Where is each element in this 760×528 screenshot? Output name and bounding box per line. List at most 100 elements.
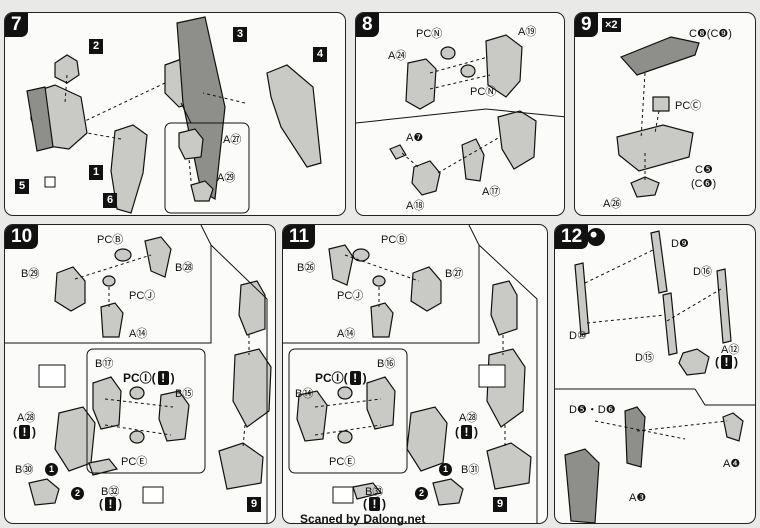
part-label-pce: PCⒺ [329,456,356,468]
part-label-2: 2 [89,39,104,54]
part-d10-shape [574,262,590,336]
order-step-2: 2 [71,487,84,500]
step-10-panel: 10 [4,224,276,524]
part-label-a3: A❸ [629,492,647,504]
polycap-n1-shape [440,46,456,60]
part-label-d5-d6: D❺・D❻ [569,404,616,416]
part-label-b17: B⑰ [95,358,114,370]
polycap-e-shape [129,430,145,444]
part-4-shape [266,64,322,168]
step-number: 10 [5,225,39,249]
step-12-illustration [555,230,755,523]
part-label-a4: A❹ [723,458,741,470]
part-label-pci: PCⒾ(!) [315,371,367,385]
part-label-b27: B㉗ [445,268,464,280]
part-label-d15: D⑮ [635,352,654,364]
part-label-b32: B㉜ [101,486,120,498]
part-label-pce: PCⒺ [121,456,148,468]
part-label-d16: D⑯ [693,266,712,278]
step-12-panel: 12 D❾ D⑯ D⑩ D⑮ A⑫ (!) D❺・D❻ A❹ A❸ [554,224,756,524]
part-label-b16: B⑯ [377,358,396,370]
part-label-pcb: PCⒷ [381,234,408,246]
part-label-a14: A⑭ [129,328,148,340]
part-b14-shape [296,390,328,442]
assembled-upper-shape [238,280,266,336]
part-a29-shape [190,180,214,202]
part-label-pcj: PCⒿ [337,290,364,302]
part-label-a28: A㉘ [459,412,478,424]
part-label-9: 9 [493,497,508,512]
leg-assembly-shape [406,406,448,472]
part-a24-shape [405,58,437,110]
part-label-6: 6 [103,193,118,208]
part-b16-shape [366,376,396,430]
assembled-mid-shape [486,348,526,428]
part-label-a12: A⑫ [721,344,740,356]
step-8-panel: 8 PCⓃ A⑲ A㉔ PCⓃ A❼ A⑰ A⑱ [355,12,565,216]
part-2-shape [54,54,80,84]
part-label-a7: A❼ [406,132,424,144]
part-label-a14: A⑭ [337,328,356,340]
caution-icon: ! [349,371,361,385]
part-label-5: 5 [15,179,30,194]
step-number: 9 [575,13,598,37]
step-10-illustration [5,225,272,523]
polycap-b-shape [114,248,132,262]
order-step-2: 2 [415,487,428,500]
part-label-b26: B㉖ [297,262,316,274]
part-label-a26: A㉖ [603,198,622,210]
part-label-a28: A㉘ [17,412,36,424]
leg-assembly-shape [54,406,96,472]
step-7-panel: 7 2 3 [4,12,346,216]
part-a12-shape [678,348,710,376]
part-label-c6: (C❻) [691,178,717,190]
part-a3-shape [564,448,600,523]
step-11-panel: 11 [282,224,548,524]
part-c5-shape [616,124,694,172]
part-b30-shape [28,478,60,506]
step-number: 11 [283,225,316,249]
caution-icon: ! [721,355,732,369]
caution-mark: (!) [363,497,386,511]
caution-mark: (!) [99,497,122,511]
assembled-foot-shape [218,442,264,490]
assembled-foot-shape [486,442,532,490]
polycap-i-shape [129,386,145,400]
order-step-1: 1 [45,463,58,476]
caution-icon: ! [461,425,472,439]
part-label-b30: B㉚ [15,464,34,476]
part-label-pci: PCⒾ(!) [123,371,175,385]
polycap-n2-shape [460,64,476,78]
part-label-pcc: PCⒸ [675,100,702,112]
part-3-shape [176,16,226,200]
caution-icon: ! [19,425,30,439]
part-b32-shape [88,458,119,476]
step-7-illustration [26,16,322,214]
part-d15-shape [662,292,678,356]
caution-mark: (!) [715,355,738,369]
part-label-pcb: PCⒷ [97,234,124,246]
part-a4-shape [722,412,744,442]
part-b28-shape [144,236,172,278]
part-label-b15: B⑮ [175,388,194,400]
part-b26-shape [328,244,354,286]
part-label-a19: A⑲ [518,26,537,38]
part-label-b28: B㉘ [175,262,194,274]
part-label-d9: D❾ [671,238,689,250]
part-b31-shape [432,478,464,506]
part-label-b29: B㉙ [21,268,40,280]
step-number: 12 [555,225,589,249]
part-a27-shape [178,128,204,160]
part-label-c5: C❺ [695,164,713,176]
part-a14-shape [100,302,124,338]
part-a19-shape [485,34,523,98]
part-c8-shape [619,36,700,76]
polycap-c-shape [652,96,670,112]
assembled-upper-shape [490,280,518,336]
paint-symbol-icon [587,228,605,246]
quantity-badge: ×2 [601,17,622,33]
part-a14-shape [370,302,394,338]
step-9-panel: 9 ×2 C❽(C❾) PCⒸ C❺ (C❻) A㉖ [574,12,756,216]
part-label-a27: A㉗ [223,134,242,146]
polycap-e-shape [337,430,353,444]
